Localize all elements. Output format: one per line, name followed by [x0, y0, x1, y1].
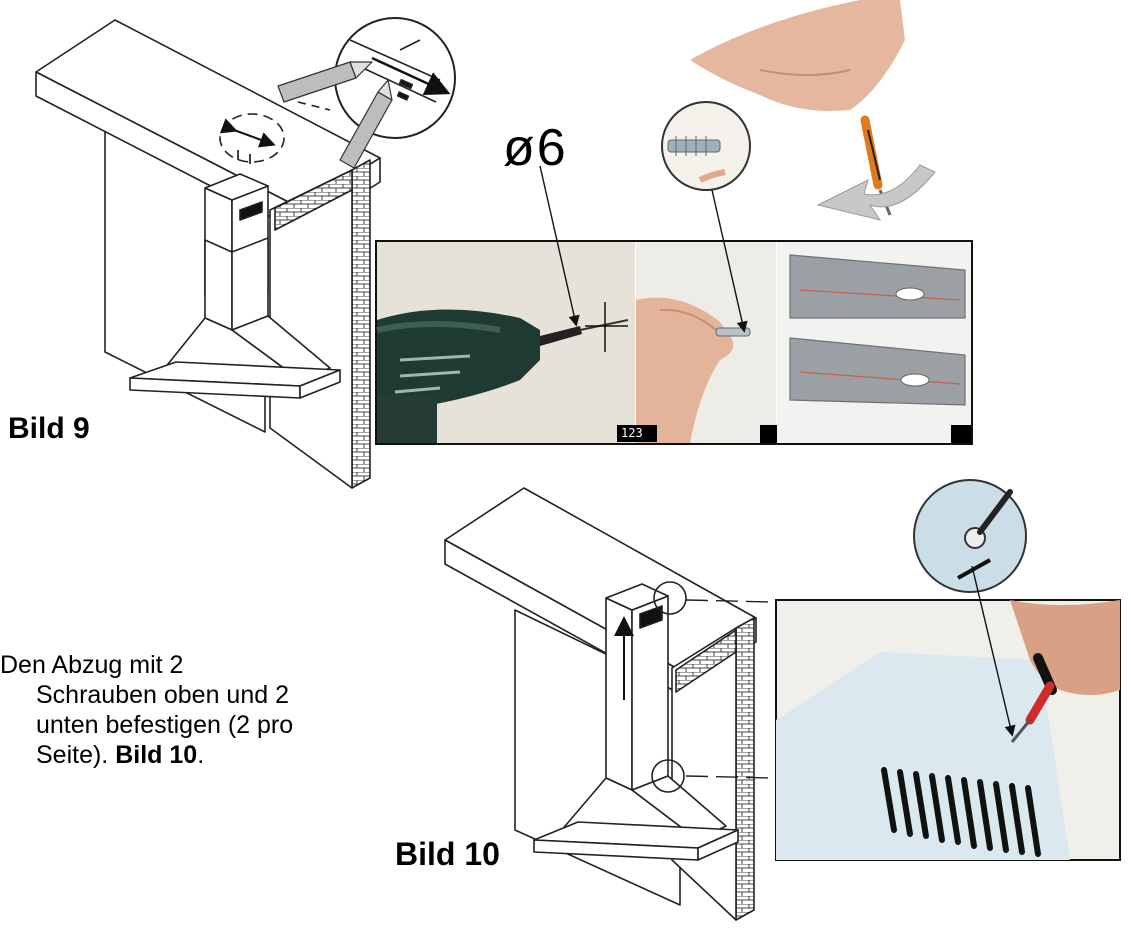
figure10-photo: [775, 599, 1121, 861]
pencil-left: [277, 61, 373, 103]
instruction-line-4: Seite). Bild 10.: [0, 740, 370, 770]
figure9-photo-strip: [375, 240, 973, 445]
instruction-line-2: Schrauben oben und 2: [36, 681, 289, 709]
chimney-top: [204, 173, 269, 201]
screwdriver-hand-photo: [690, 0, 936, 221]
screw-detail-circle: [913, 479, 1027, 593]
instruction-line-4-prefix: Seite).: [36, 741, 116, 769]
instruction-text: Den Abzug mit 2 Schrauben oben und 2 unt…: [0, 650, 370, 770]
pointer-line-diameter: [539, 165, 580, 327]
hood-base-side-10: [697, 829, 739, 861]
frame-number-tag: 123: [617, 425, 657, 442]
figure10-drawing: [444, 487, 757, 921]
pencil-right: [339, 79, 393, 169]
chimney-front-10: [605, 597, 633, 791]
bracket-photo: [777, 242, 971, 443]
side-wall-brick: [351, 159, 371, 489]
pointer-line-screw: [971, 565, 1016, 737]
leader-bottom-10: [685, 775, 773, 779]
diameter-label: ø6: [503, 119, 568, 177]
instruction-line-3: unten befestigen (2 pro: [36, 711, 294, 739]
chimney-top-10: [605, 583, 669, 611]
instruction-figure-ref: Bild 10: [115, 741, 198, 769]
chimney-lower-front: [204, 239, 233, 331]
hood-side-10: [631, 775, 727, 841]
figure9-label: Bild 9: [8, 412, 90, 445]
leader-top-10: [685, 599, 773, 603]
dowel-detail-circle: [661, 101, 751, 191]
instruction-line-4-suffix: .: [197, 741, 205, 769]
instruction-line-1: Den Abzug mit 2: [0, 651, 184, 679]
hood-side: [231, 315, 331, 381]
brick-band-10: [675, 629, 737, 693]
drill-photo: [376, 242, 635, 443]
figure9-drawing: [35, 17, 456, 489]
hood-base-side: [299, 369, 341, 399]
dowel-photo: [636, 242, 778, 443]
pointer-line-dowel: [711, 189, 748, 333]
side-wall-brick-10: [735, 617, 755, 921]
brick-band: [274, 169, 353, 231]
chimney-lower-side: [231, 237, 269, 331]
figure10-label: Bild 10: [395, 836, 500, 872]
